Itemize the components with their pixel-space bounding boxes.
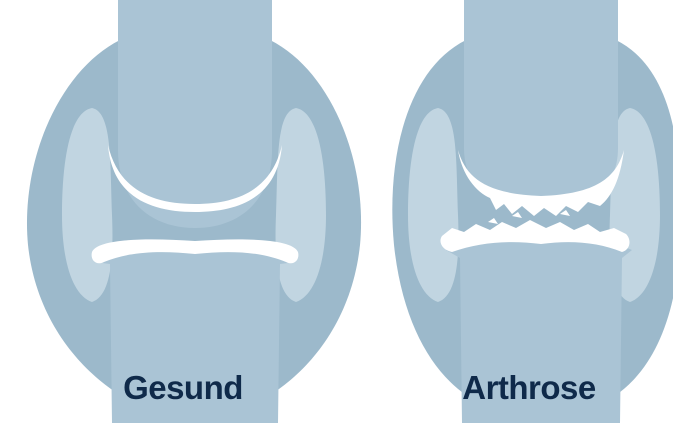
arthrosis-joint-label: Arthrose xyxy=(429,368,629,408)
arthrosis-joint-upper-bone xyxy=(464,0,618,206)
healthy-joint-label: Gesund xyxy=(83,368,283,408)
